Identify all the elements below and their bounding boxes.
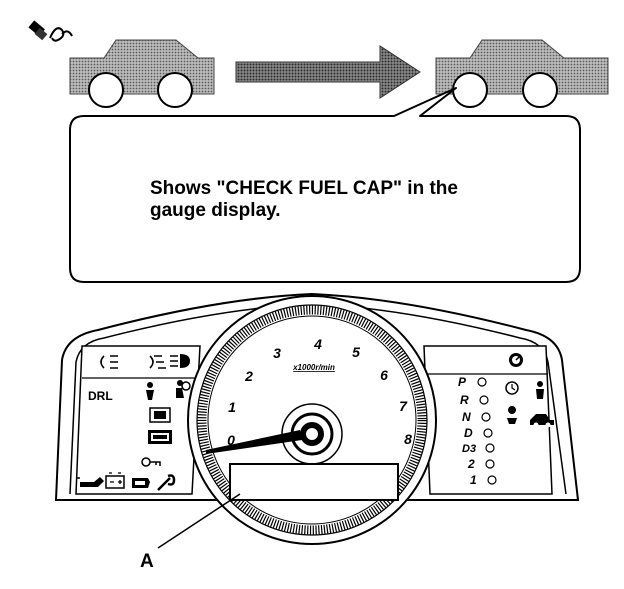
vsa-car-icon	[530, 414, 554, 428]
tach-tick-0: 0	[227, 432, 235, 448]
tach-tick-8: 8	[404, 431, 412, 447]
seatbelt-icon	[146, 382, 154, 400]
battery-icon	[105, 472, 125, 489]
tach-tick-7: 7	[399, 398, 408, 414]
instrument-cluster: DRL	[54, 292, 580, 545]
tach-tick-5: 5	[352, 344, 360, 360]
callout-balloon	[69, 87, 581, 283]
left-indicator-panel: DRL	[75, 345, 201, 495]
rear-fog-light-icon	[149, 355, 166, 369]
gear-d3-label: D3	[462, 443, 476, 455]
tachometer: x1000r/min 0 1 2 3 4 5 6 7 8	[187, 295, 437, 545]
high-beam-icon	[170, 354, 190, 368]
right-indicator-panel: P R N D D3 2 1	[423, 345, 554, 495]
gear-1-label: 1	[470, 473, 477, 487]
car-left-icon	[69, 39, 215, 108]
cruise-main-icon	[509, 353, 523, 367]
tach-tick-3: 3	[273, 345, 281, 361]
tach-tick-1: 1	[228, 399, 236, 415]
tach-tick-4: 4	[313, 336, 322, 352]
callout-line-1: Shows "CHECK FUEL CAP" in the	[150, 178, 458, 199]
tach-needle	[206, 430, 302, 454]
gear-d-label: D	[464, 426, 473, 440]
maintenance-wrench-icon	[157, 474, 176, 491]
abs-icon	[148, 430, 172, 444]
check-engine-icon	[132, 478, 150, 488]
seatbelt-passenger-icon	[536, 381, 544, 399]
door-open-icon	[505, 381, 519, 395]
callout-line-2: gauge display.	[150, 200, 281, 221]
gear-r-label: R	[460, 393, 469, 407]
callout-label-a: A	[140, 551, 154, 572]
leader-line-a	[157, 493, 241, 549]
tach-tick-ring	[197, 305, 427, 535]
multi-information-display	[229, 463, 399, 501]
tach-tick-6: 6	[380, 367, 388, 383]
gear-n-label: N	[462, 410, 471, 424]
tach-tick-2: 2	[244, 368, 253, 384]
right-arrow-icon	[235, 45, 421, 99]
gear-position-indicator: P R N D D3 2 1	[458, 375, 497, 487]
oil-pressure-icon	[76, 477, 104, 487]
tach-scale-label: x1000r/min	[292, 363, 335, 372]
immobilizer-icon	[507, 406, 517, 424]
gear-p-label: P	[458, 375, 467, 389]
fuel-cap-icon	[28, 20, 73, 42]
tpms-icon	[149, 407, 171, 423]
fog-light-icon	[100, 355, 118, 369]
callout-message: Shows "CHECK FUEL CAP" in the gauge disp…	[150, 178, 530, 222]
car-right-icon	[435, 39, 609, 108]
airbag-icon	[176, 380, 191, 398]
drl-indicator: DRL	[88, 389, 113, 403]
gear-2-label: 2	[467, 457, 475, 471]
key-icon	[141, 457, 161, 467]
